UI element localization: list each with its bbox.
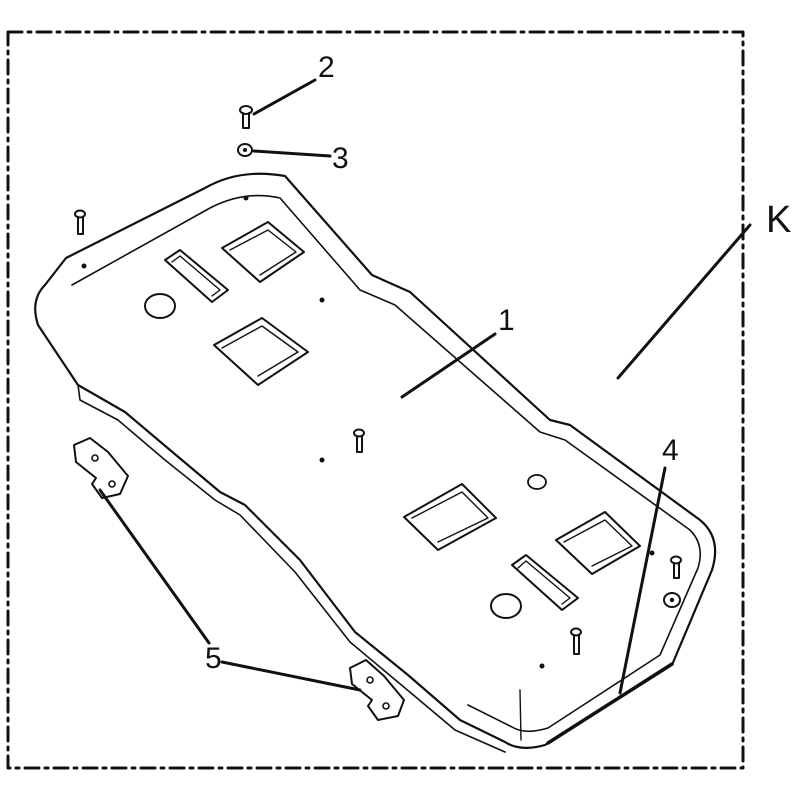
bolt-icon [570, 627, 582, 655]
bolt-icon-group [74, 105, 682, 655]
edge-strip [546, 662, 674, 745]
washer-icon [663, 592, 681, 608]
callout-1: 1 [498, 304, 515, 337]
callout-3: 3 [332, 142, 349, 175]
callout-4: 4 [662, 434, 679, 467]
callout-5: 5 [205, 642, 222, 675]
leader-lines [98, 78, 752, 695]
bracket-icon-group [73, 437, 405, 721]
washer-icon [237, 143, 253, 157]
skid-plate [34, 172, 717, 753]
callout-2: 2 [318, 51, 335, 84]
callout-K: K [766, 199, 791, 241]
bolt-icon [670, 555, 682, 579]
bracket-icon [349, 659, 405, 721]
washer-icon-group [237, 143, 681, 608]
plate-openings [144, 221, 641, 619]
plate-dots [81, 195, 655, 669]
bolt-icon [74, 209, 86, 235]
bolt-icon [353, 428, 365, 453]
bolt-icon [239, 105, 253, 129]
kit-boundary [6, 30, 745, 770]
bracket-icon [73, 437, 129, 499]
